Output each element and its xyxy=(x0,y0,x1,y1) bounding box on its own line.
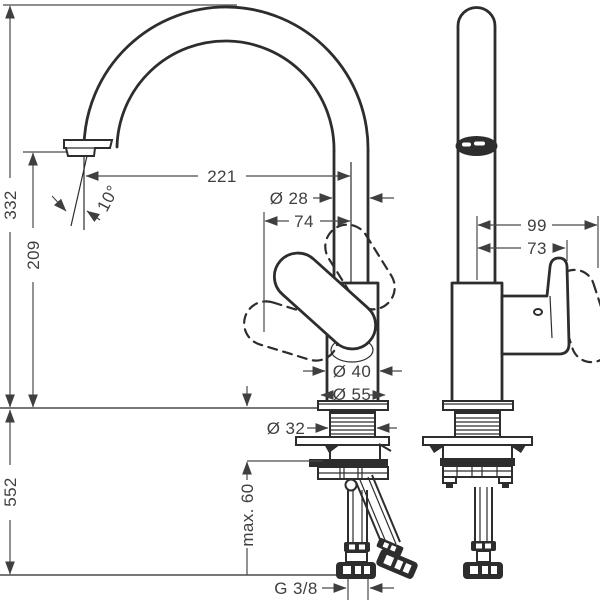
coupling-slot xyxy=(359,544,365,550)
nut-slot xyxy=(364,566,370,574)
hose-inner-side xyxy=(479,487,488,541)
dim-label-74: 74 xyxy=(294,212,314,231)
nut-row-detail-side xyxy=(443,466,512,477)
coupling-slot xyxy=(485,543,491,549)
handle-screw xyxy=(533,308,543,316)
dim-label-73: 73 xyxy=(527,239,547,258)
dim-label-552: 552 xyxy=(1,477,20,507)
dim-label-d55: Ø 55 xyxy=(333,385,371,404)
angled-hose-inner xyxy=(359,476,397,548)
nut-row-detail xyxy=(318,467,388,479)
handle-front xyxy=(272,251,378,351)
hose-neck-side xyxy=(476,550,491,563)
reference-lines xyxy=(0,4,338,576)
handle-position-up-dashed xyxy=(324,223,396,311)
spout-inner-arc xyxy=(115,39,336,154)
washer-claw-left xyxy=(324,444,341,453)
shank-seal xyxy=(330,410,375,414)
nut-slot xyxy=(343,566,351,574)
dim-label-332: 332 xyxy=(1,190,20,220)
dim-label-209: 209 xyxy=(24,240,43,270)
dim-label-max60: max. 60 xyxy=(238,483,257,546)
nut-band-front xyxy=(309,459,388,467)
angled-hose-outer xyxy=(355,474,401,550)
handle-inner-line xyxy=(549,295,553,339)
hose-coupling xyxy=(344,542,370,552)
coupling-slot xyxy=(476,543,482,549)
nut-sides xyxy=(329,445,381,459)
foot-left xyxy=(442,476,457,484)
coupling-slot xyxy=(349,544,355,550)
angled-hose-nut xyxy=(376,549,418,579)
aerator-slot xyxy=(462,142,471,147)
hose-outer-lines xyxy=(347,490,368,542)
hose-outer-side xyxy=(474,487,493,541)
angled-hose-coupling xyxy=(376,537,404,557)
shank-front xyxy=(329,409,376,438)
dim-label-d32: Ø 32 xyxy=(267,419,305,438)
nut-slot xyxy=(355,566,361,574)
foot-right xyxy=(498,476,513,484)
dim-label-d40: Ø 40 xyxy=(333,362,371,381)
shank-seal-side xyxy=(455,410,500,414)
washer-claw-left-side xyxy=(429,445,446,453)
hose-coupling-side xyxy=(471,541,496,551)
dim-label-g38: G 3/8 xyxy=(274,579,318,598)
body-side xyxy=(450,281,504,405)
nut-sides-side xyxy=(442,446,513,458)
aerator-side xyxy=(455,136,498,156)
hose-neck xyxy=(345,551,368,563)
front-view xyxy=(63,5,418,579)
washer-side xyxy=(422,436,533,446)
handle-side xyxy=(500,256,571,356)
flange-side xyxy=(442,400,514,411)
angle-arrow-right xyxy=(86,210,101,223)
washer-front xyxy=(295,436,390,446)
foot-left-pad xyxy=(446,483,453,488)
foot-right-pad xyxy=(502,483,509,488)
nut-band-side xyxy=(440,458,515,466)
nut-slot xyxy=(491,566,497,574)
spout-outer-arc xyxy=(82,5,370,154)
dim-label-d28: Ø 28 xyxy=(270,189,308,208)
shank-threads-side xyxy=(456,417,499,435)
dim-label-99: 99 xyxy=(527,216,547,235)
dimensions: 332 209 552 221 10° Ø 28 74 Ø 40 Ø 55 xyxy=(1,5,599,600)
shank-side xyxy=(454,409,501,438)
hose-inner-lines xyxy=(352,490,363,542)
nut-slot xyxy=(482,566,488,574)
shank-threads xyxy=(331,417,374,435)
aerator-slot xyxy=(474,141,485,146)
dim-label-10deg: 10° xyxy=(93,182,122,215)
washer-claw-right-side xyxy=(509,445,526,453)
hose-nipple xyxy=(344,478,358,492)
stream-line xyxy=(70,155,88,227)
dim-label-221: 221 xyxy=(207,167,237,186)
nut-slot xyxy=(470,566,478,574)
angle-arrow-left xyxy=(51,195,67,212)
side-view xyxy=(422,6,600,579)
